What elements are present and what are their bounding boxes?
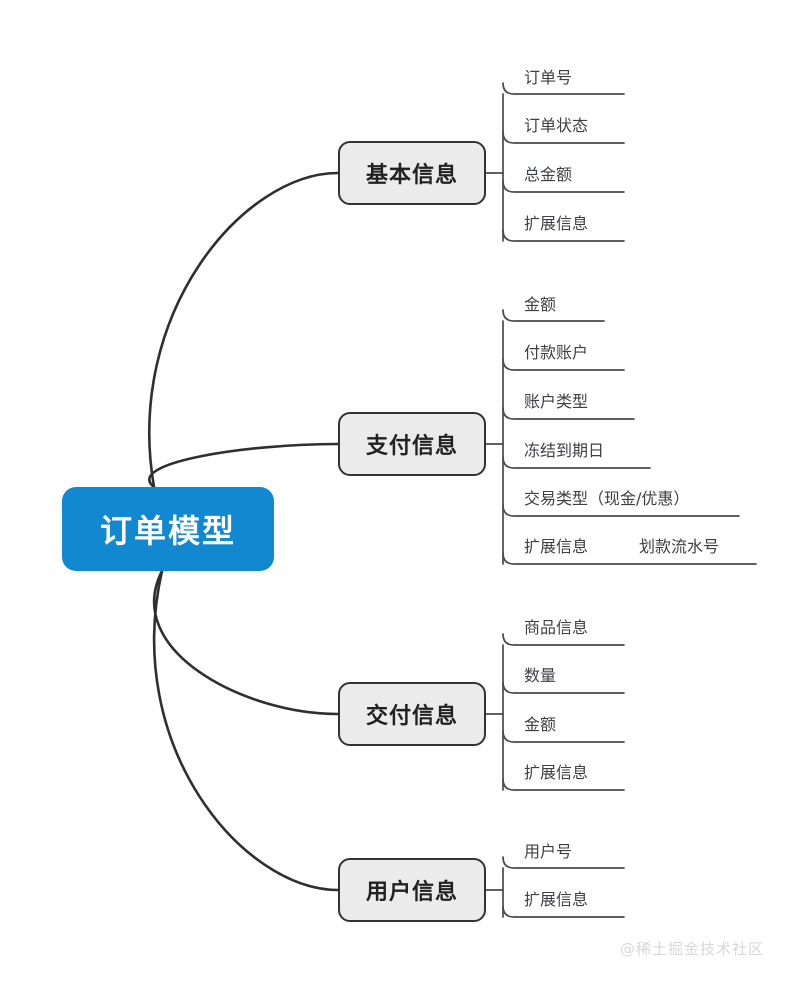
leaf-label-user-1[interactable]: 扩展信息 — [524, 890, 589, 909]
leaf-label-basic-1[interactable]: 订单状态 — [524, 116, 589, 135]
branch-node-label-delivery: 交付信息 — [365, 704, 458, 729]
leaf-label-payment-3[interactable]: 冻结到期日 — [524, 441, 605, 460]
leaf-label-basic-2[interactable]: 总金额 — [524, 165, 573, 184]
leaf-label-delivery-0[interactable]: 商品信息 — [524, 618, 589, 637]
leaf-label-payment-5[interactable]: 扩展信息 — [524, 537, 589, 556]
leaf-label-user-0[interactable]: 用户号 — [524, 842, 573, 861]
branch-node-label-basic: 基本信息 — [365, 163, 458, 188]
branch-node-label-user: 用户信息 — [365, 880, 458, 905]
branch-node-label-payment: 支付信息 — [365, 434, 458, 459]
leaf-rule-delivery-1 — [502, 681, 625, 694]
edge-root-to-user — [152, 569, 340, 892]
edge-root-to-payment — [148, 442, 340, 489]
leaf-label-delivery-3[interactable]: 扩展信息 — [524, 763, 589, 782]
edge-root-to-basic — [148, 171, 340, 489]
leaf-label-payment-2[interactable]: 账户类型 — [524, 392, 589, 411]
leaf-label-payment-4[interactable]: 交易类型（现金/优惠） — [524, 489, 690, 508]
branch-node-delivery[interactable]: 交付信息 — [338, 682, 486, 746]
branch-node-basic[interactable]: 基本信息 — [338, 141, 486, 205]
branch-node-payment[interactable]: 支付信息 — [338, 412, 486, 476]
leaf-label-payment-5-extra[interactable]: 划款流水号 — [639, 537, 720, 556]
watermark-label: @稀土掘金技术社区 — [620, 940, 765, 958]
leaf-label-payment-1[interactable]: 付款账户 — [524, 343, 589, 362]
leaf-label-basic-0[interactable]: 订单号 — [524, 68, 573, 87]
leaf-label-payment-0[interactable]: 金额 — [524, 295, 557, 314]
branch-node-user[interactable]: 用户信息 — [338, 858, 486, 922]
root-node[interactable]: 订单模型 — [62, 487, 274, 571]
leaf-label-basic-3[interactable]: 扩展信息 — [524, 214, 589, 233]
leaf-rule-delivery-2 — [502, 730, 625, 743]
leaf-label-delivery-1[interactable]: 数量 — [524, 666, 557, 685]
root-node-label: 订单模型 — [99, 512, 236, 550]
edge-root-to-delivery — [153, 569, 340, 716]
leaf-label-delivery-2[interactable]: 金额 — [524, 715, 557, 734]
